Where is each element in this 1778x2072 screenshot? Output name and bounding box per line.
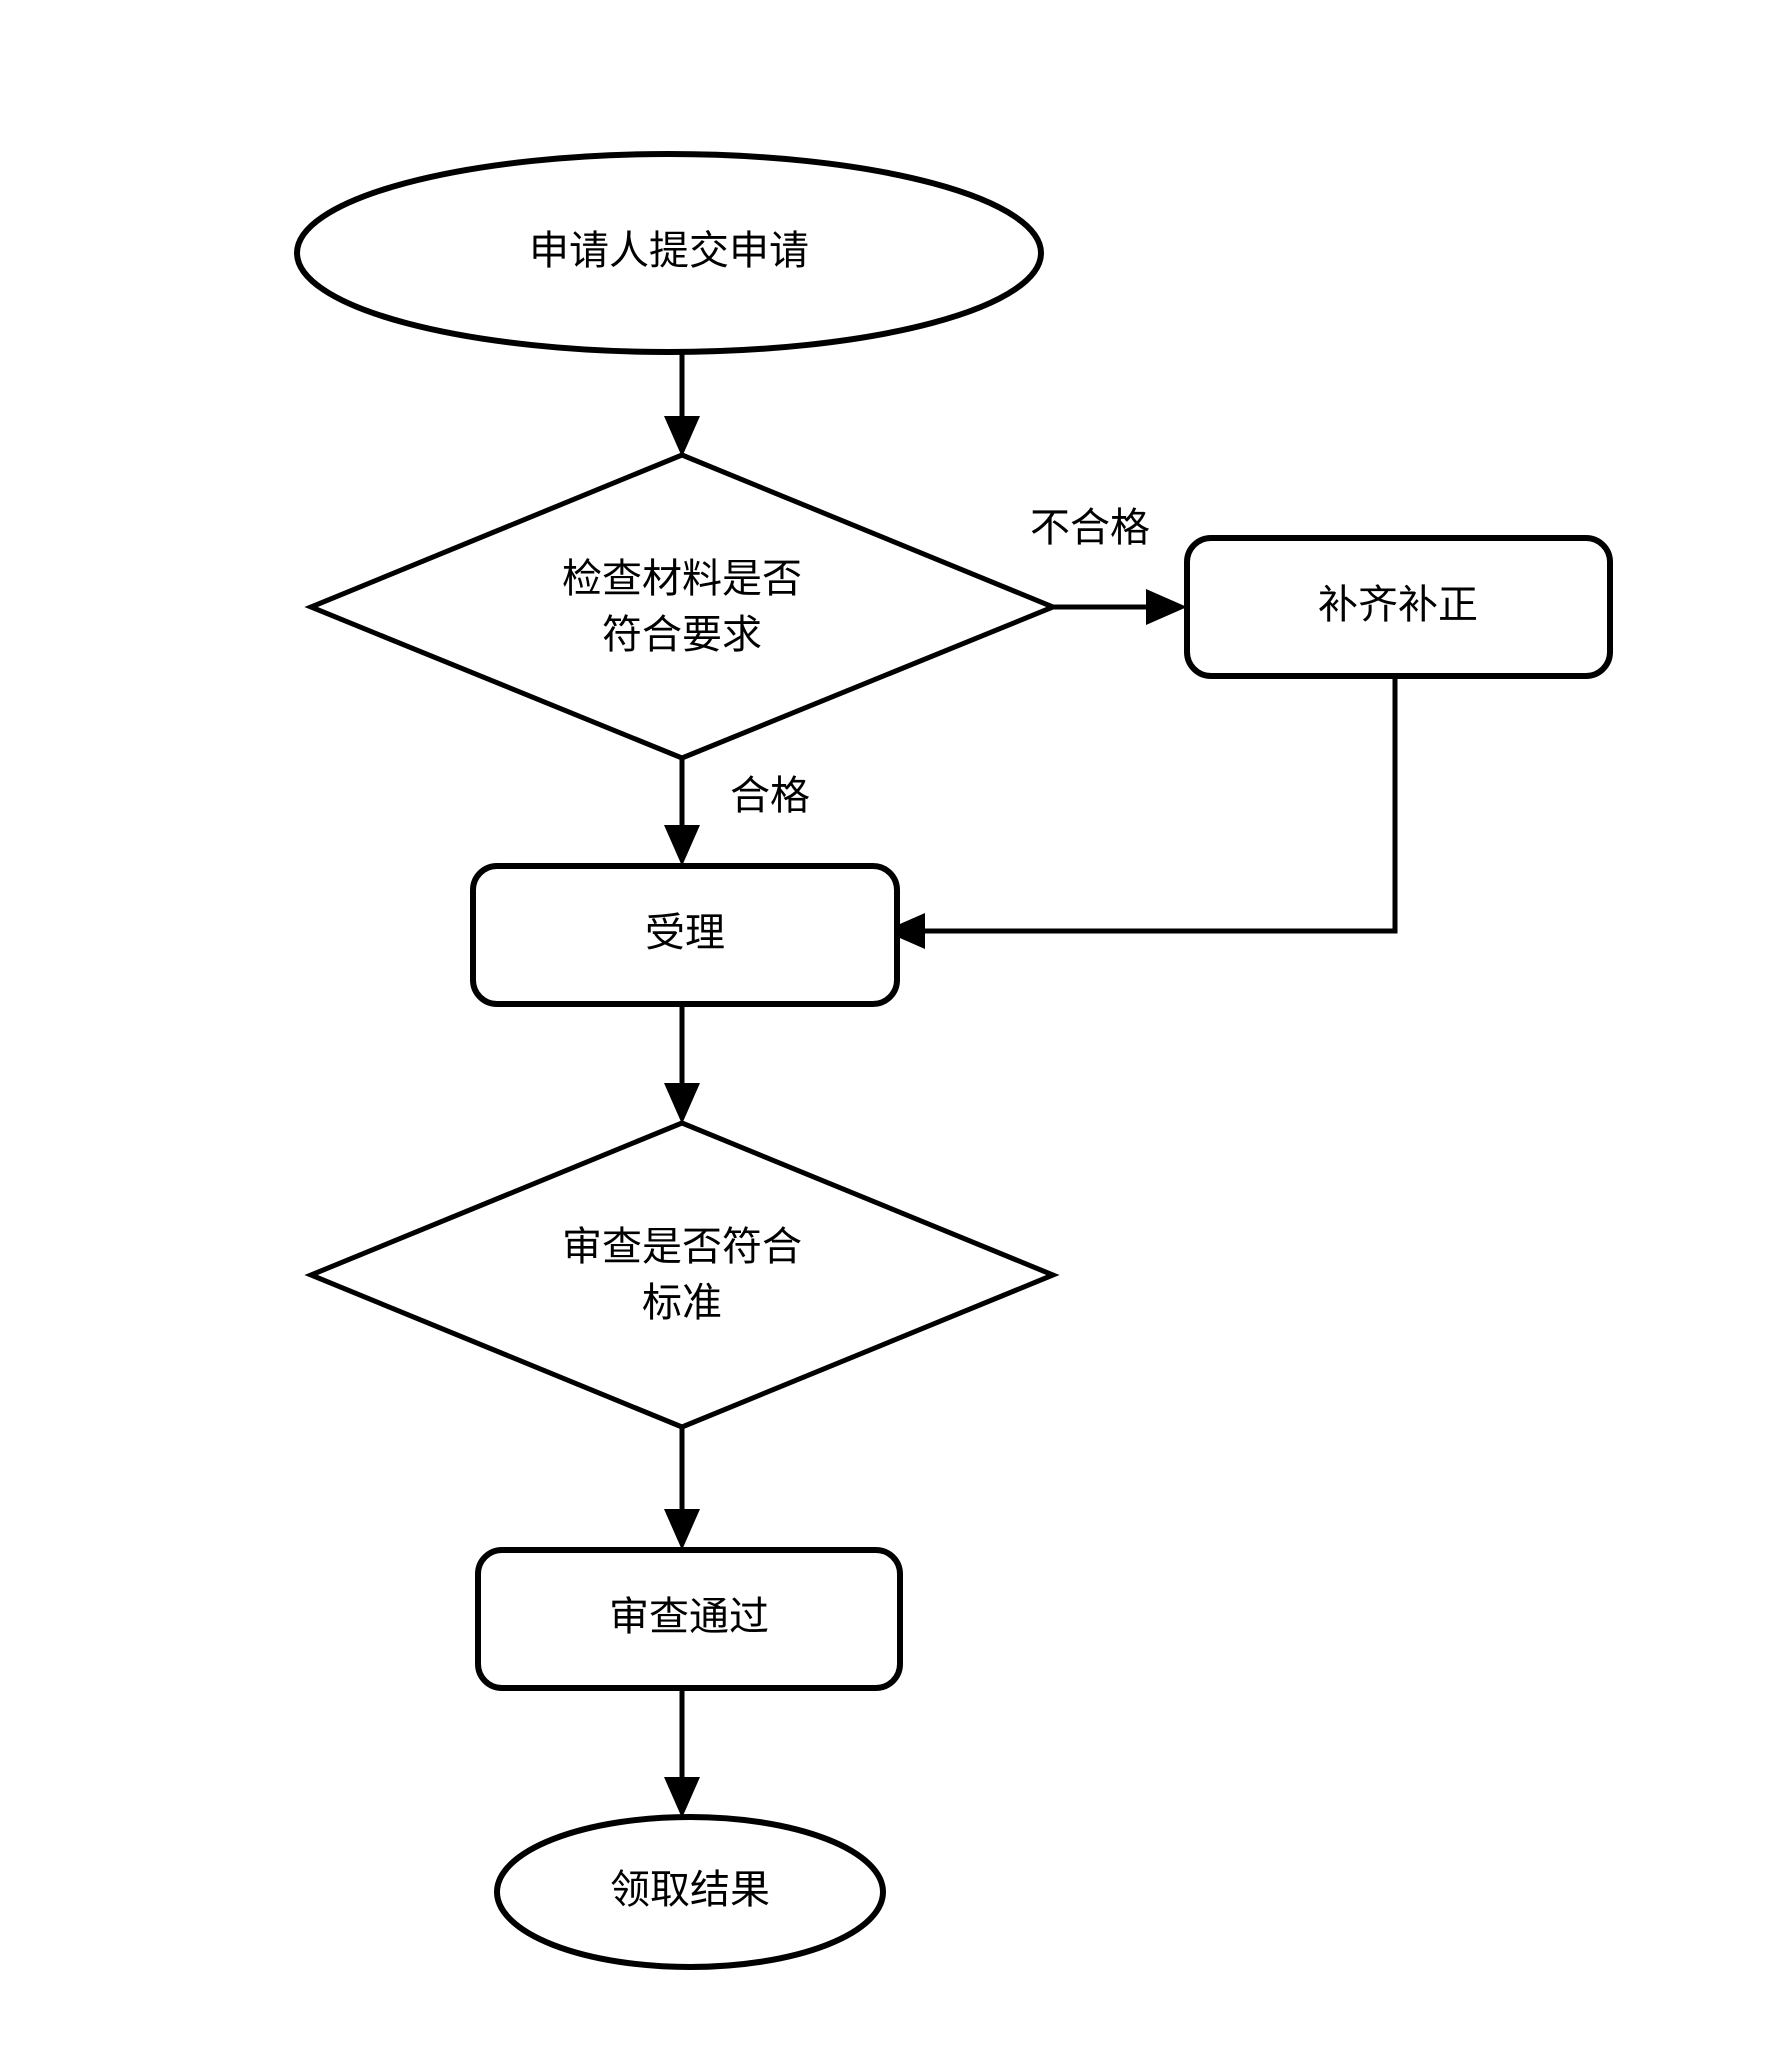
edge-label-not-qualified: 不合格 [1030,505,1150,550]
edge-submit-to-check [664,352,700,457]
arrowhead-check-accept [664,825,700,866]
node-check-materials[interactable]: 检查材料是否 符合要求 [304,452,1060,761]
arrowhead-supplement-accept [884,913,925,949]
edge-review-to-passed [664,1427,700,1550]
node-supplement[interactable]: 补齐补正 [1184,535,1613,679]
edge-passed-to-collect [664,1688,700,1818]
edge-supplement-to-accept [884,676,1398,949]
diamond-shape-review-standard [304,1120,1060,1430]
edge-line-supplement-accept [913,676,1398,934]
arrowhead-submit-check [664,416,700,457]
node-label-check-materials-line2: 符合要求 [602,612,762,657]
node-submit[interactable]: 申请人提交申请 [294,151,1044,355]
arrowhead-passed-collect [664,1777,700,1818]
rect-shape-accept [470,863,900,1007]
edge-check-to-accept: 合格 [664,758,810,866]
edge-label-qualified: 合格 [730,773,810,818]
node-accept[interactable]: 受理 [470,863,900,1007]
node-label-check-materials-line1: 检查材料是否 [562,556,802,601]
node-review-standard[interactable]: 审查是否符合 标准 [304,1120,1060,1430]
node-review-passed[interactable]: 审查通过 [475,1547,903,1691]
node-label-accept: 受理 [645,910,725,955]
ellipse-shape-collect-result [494,1814,886,1970]
ellipse-shape-submit [294,151,1044,355]
edge-accept-to-review [664,1004,700,1124]
arrowhead-review-passed [664,1509,700,1550]
node-label-submit: 申请人提交申请 [529,228,809,273]
node-label-review-passed: 审查通过 [609,1594,769,1639]
arrowhead-check-supplement [1146,589,1187,625]
rect-shape-supplement [1184,535,1613,679]
diamond-shape-check-materials [304,452,1060,761]
arrowhead-accept-review [664,1083,700,1124]
rect-shape-review-passed [475,1547,903,1691]
node-label-review-standard-line1: 审查是否符合 [562,1224,802,1269]
node-label-review-standard-line2: 标准 [642,1280,722,1325]
node-collect-result[interactable]: 领取结果 [494,1814,886,1970]
node-label-supplement: 补齐补正 [1318,582,1478,627]
node-label-collect-result: 领取结果 [610,1867,770,1912]
edge-check-to-supplement: 不合格 [1030,505,1187,625]
